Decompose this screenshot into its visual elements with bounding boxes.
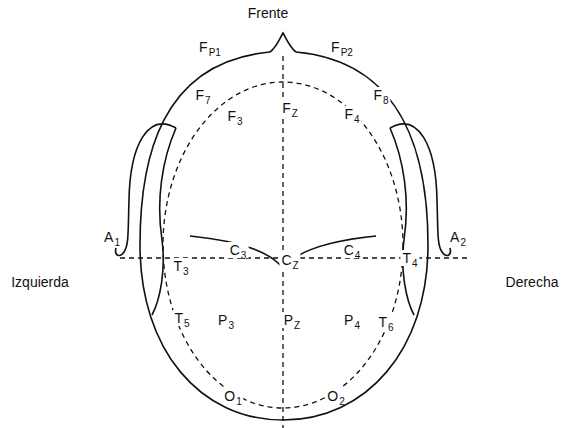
electrode-label: O1 <box>222 388 243 404</box>
direction-label: Derecha <box>504 274 561 290</box>
electrode-label: FP2 <box>329 39 355 55</box>
electrode-label: F8 <box>371 87 390 103</box>
electrode-label: A2 <box>448 229 468 245</box>
electrode-label: F3 <box>225 108 244 124</box>
left-ear <box>116 124 176 256</box>
direction-label: Izquierda <box>9 274 71 290</box>
right-ear <box>390 124 450 256</box>
nose-outline <box>270 33 296 52</box>
electrode-label: FP1 <box>197 39 223 55</box>
direction-label: Frente <box>246 5 290 21</box>
electrode-label: O2 <box>325 388 346 404</box>
electrode-label: F4 <box>342 106 361 122</box>
electrode-label: F7 <box>193 87 212 103</box>
electrode-label: T3 <box>171 258 190 274</box>
right-ear-inner <box>390 128 414 315</box>
electrode-label: C4 <box>342 242 363 258</box>
head-outline <box>140 52 428 420</box>
electrode-label: A1 <box>102 229 122 245</box>
electrode-label: T6 <box>376 314 395 330</box>
electrode-label: C3 <box>228 242 249 258</box>
electrode-label: P4 <box>342 312 362 328</box>
electrode-label: PZ <box>282 312 302 328</box>
electrode-label: FZ <box>280 100 300 116</box>
electrode-label: CZ <box>279 252 300 268</box>
electrode-label: T4 <box>400 250 419 266</box>
electrode-label: T5 <box>172 310 191 326</box>
electrode-label: P3 <box>216 312 236 328</box>
